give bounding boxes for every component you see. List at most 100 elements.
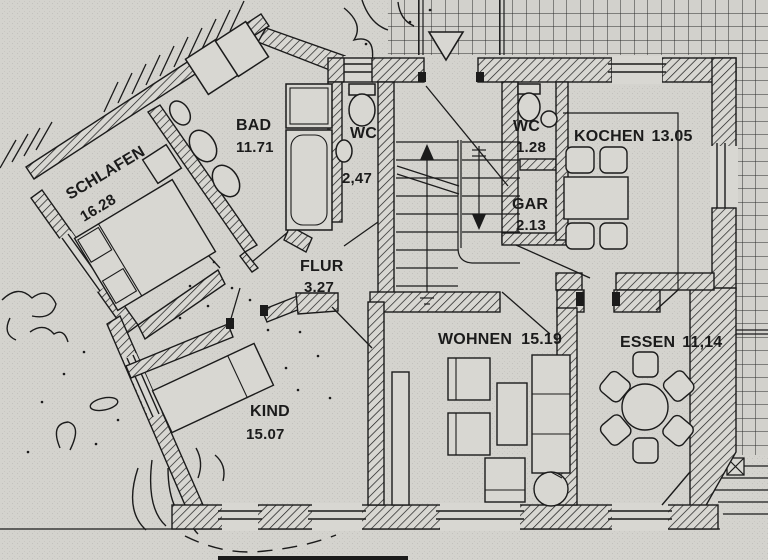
bad-sink-small <box>168 100 192 126</box>
door-kind-swing <box>229 287 241 323</box>
wc-toilet <box>348 93 376 127</box>
wc-sink <box>335 139 353 163</box>
garden-curl-1 <box>55 421 77 451</box>
wohnen-round-chair-line <box>550 471 563 479</box>
schlafen-bed <box>73 178 217 312</box>
kitchen-table <box>563 176 629 220</box>
door-frame-kind-a <box>226 318 234 329</box>
area-wohnen: 15.19 <box>521 331 562 348</box>
wall-stairhall-west <box>377 81 395 296</box>
area-bad: 11.71 <box>236 139 274 156</box>
area-kochen: 13.05 <box>652 128 693 145</box>
wall-wc2-gar <box>519 158 557 171</box>
essen-chair-nw <box>599 370 631 403</box>
exterior-tick-hatch <box>0 0 245 169</box>
label-bad: BAD <box>236 117 271 134</box>
label-wohnen-name: WOHNEN <box>438 331 512 348</box>
window-kitchen-top <box>608 56 666 84</box>
window-kind-bottom-1 <box>218 503 262 531</box>
stair-steps-right <box>462 141 520 233</box>
door-wohnen <box>501 291 551 335</box>
wall-kind-wohnen <box>367 301 385 506</box>
wall-kind-north-stub <box>295 292 339 315</box>
wall-wohnen-north <box>369 291 501 313</box>
door-entrance <box>425 85 509 187</box>
window-wc-top <box>343 56 373 84</box>
window-kind-bottom-2 <box>308 503 366 531</box>
door-frame-essen-a <box>576 292 584 306</box>
scan-artifact <box>218 556 408 560</box>
bush-ellipse <box>89 396 119 412</box>
wall-bad-south <box>283 225 313 253</box>
bad-sink-1 <box>188 129 218 163</box>
window-wohnen-bottom <box>436 503 524 531</box>
kind-bed <box>151 342 275 434</box>
bad-closet-b <box>214 20 270 78</box>
bush-3 <box>29 326 69 343</box>
bad-sink-2 <box>211 164 241 198</box>
wohnen-armchair-1 <box>447 357 491 401</box>
fixtures <box>168 20 558 231</box>
entrance-arrow-icon <box>427 31 465 62</box>
essen-chair-ne <box>662 370 695 402</box>
essen-chair-sw <box>599 414 632 446</box>
wc2-sink <box>540 110 558 128</box>
label-flur: FLUR <box>300 258 344 275</box>
bath-shower-inner <box>289 87 329 125</box>
schlafen-nightstand <box>141 143 183 185</box>
label-wohnen: WOHNEN 15.19 <box>438 331 562 348</box>
kitchen-counter-line <box>563 112 679 290</box>
wall-schlafen-south <box>137 268 226 341</box>
door-frame-entrance-a <box>418 72 426 82</box>
bush-2 <box>6 317 17 341</box>
kitchen-chair-2 <box>599 146 628 174</box>
door-frame-kind-b <box>260 305 268 316</box>
dashed-garden-line <box>184 534 337 553</box>
furniture <box>73 112 695 507</box>
label-gar: GAR <box>512 196 548 213</box>
label-kochen: KOCHEN 13.05 <box>574 128 693 145</box>
bathtub-inner <box>290 134 328 226</box>
wall-top-a <box>327 57 425 83</box>
kitchen-chair-1 <box>565 146 595 174</box>
door-frame-entrance-b <box>476 72 484 82</box>
door-kind <box>331 306 373 349</box>
kitchen-chair-4 <box>599 222 628 250</box>
main-walls <box>171 56 738 531</box>
stair-cut-line <box>396 165 460 195</box>
window-essen-bottom <box>608 503 672 531</box>
essen-chair-se <box>662 414 694 447</box>
terrace-right <box>736 55 768 455</box>
label-essen: ESSEN 11,14 <box>620 334 722 351</box>
label-wc2: WC <box>513 118 540 135</box>
tree-top-2 <box>361 0 415 31</box>
window-kitchen-right <box>710 143 738 211</box>
kitchen-chair-3 <box>565 222 595 250</box>
essen-corner-line <box>661 471 691 506</box>
essen-table <box>621 383 669 431</box>
bush-bottom <box>131 459 209 531</box>
door-swings <box>195 85 591 349</box>
wohnen-shelf <box>391 371 410 506</box>
wall-schlafen-bad <box>146 104 259 253</box>
area-kind: 15.07 <box>246 426 285 443</box>
essen-chair-n <box>632 351 659 378</box>
label-kochen-name: KOCHEN <box>574 128 645 145</box>
bush-1 <box>1 290 57 318</box>
wohnen-round-chair <box>533 471 569 507</box>
wall-right-a <box>711 57 737 149</box>
area-essen: 11,14 <box>682 334 722 351</box>
area-gar: 2.13 <box>516 217 546 234</box>
wall-kitchen-south-b <box>615 272 715 291</box>
label-essen-name: ESSEN <box>620 334 675 351</box>
door-gar <box>515 244 591 279</box>
wohnen-table <box>484 457 526 503</box>
door-wc <box>343 221 379 247</box>
wall-kitchen-south-a <box>555 272 583 291</box>
essen-chair-s <box>632 437 659 464</box>
door-frame-essen-b <box>612 292 620 306</box>
terrace-tiles <box>388 0 768 515</box>
wall-right-lower <box>689 287 737 517</box>
tile-seam-lines <box>418 0 768 335</box>
